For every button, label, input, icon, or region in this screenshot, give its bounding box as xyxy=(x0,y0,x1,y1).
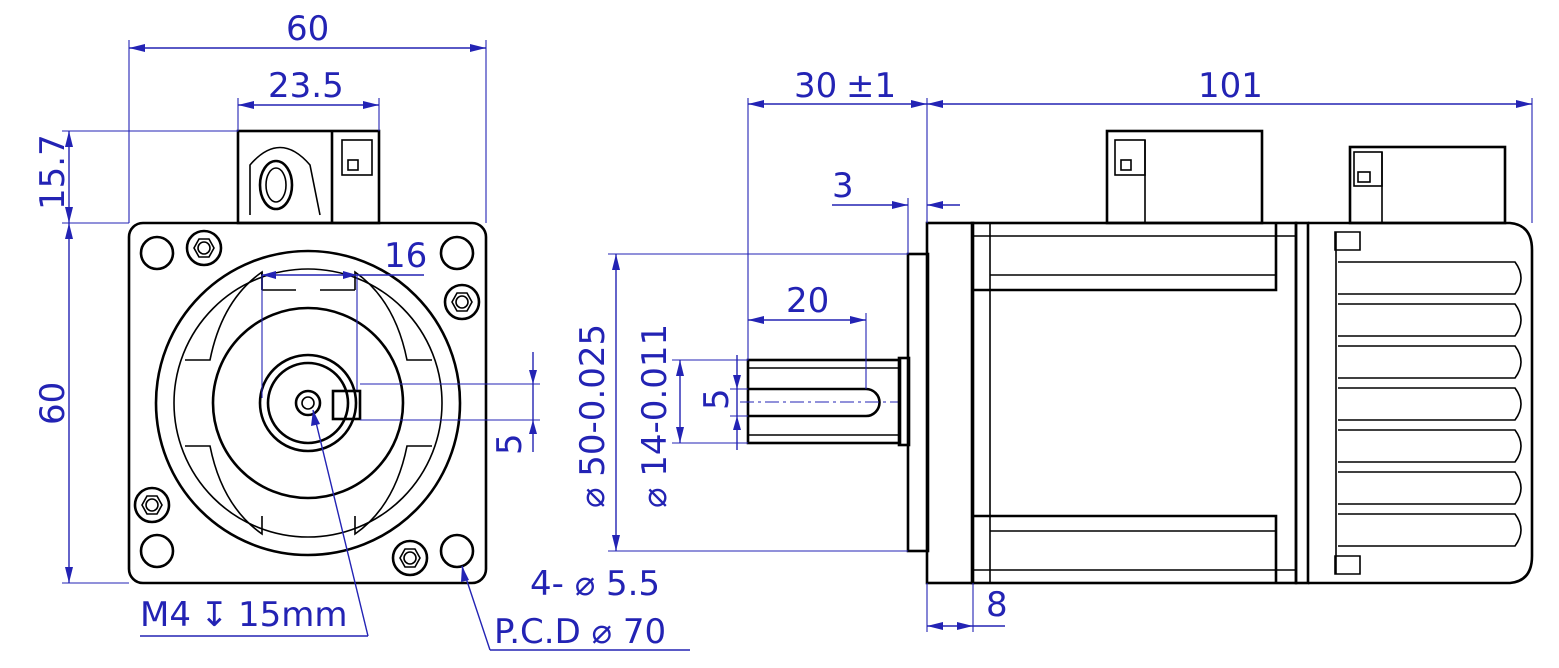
hex-screw xyxy=(391,539,429,577)
mounting-hole xyxy=(439,533,475,569)
body-length-label: 101 xyxy=(1198,66,1263,106)
hole-callout: 4- ⌀ 5.5 P.C.D ⌀ 70 xyxy=(461,564,690,652)
flange-8-label: 8 xyxy=(986,585,1008,625)
height-60-dimension: 60 xyxy=(33,223,129,584)
mounting-hole xyxy=(139,533,175,569)
connector-width-dimension: 23.5 xyxy=(237,66,380,131)
width-60-dimension: 60 xyxy=(128,9,487,223)
hex-screw xyxy=(185,229,223,267)
shaft-diameter-label: ⌀ 14-0.011 xyxy=(635,324,675,508)
shaft-ring xyxy=(266,361,350,445)
key-length-dimension: 20 xyxy=(748,281,867,389)
pilot-diameter-dimension: ⌀ 50-0.025 xyxy=(573,253,908,552)
hole-count-label: 4- ⌀ 5.5 xyxy=(530,564,660,604)
shaft-length-dimension: 30 ±1 xyxy=(747,66,928,360)
mounting-hole xyxy=(139,235,175,271)
center-hole-inner xyxy=(301,396,315,410)
connector-width-label: 23.5 xyxy=(268,66,344,106)
hex-screw xyxy=(443,283,481,321)
shaft-diameter-dimension: ⌀ 14-0.011 xyxy=(635,324,748,508)
thread-depth-label: 15mm xyxy=(238,595,348,635)
mounting-hole xyxy=(439,235,475,271)
boss-3-label: 3 xyxy=(832,166,854,206)
thread-callout: M4 ↧ 15mm xyxy=(140,409,369,637)
hex-screw xyxy=(133,486,171,524)
side-view: 30 ±1 101 3 20 xyxy=(573,66,1534,632)
height-60-label: 60 xyxy=(33,382,73,425)
key-16-dimension: 16 xyxy=(261,236,427,398)
hub-ring xyxy=(258,353,358,453)
depth-symbol: ↧ xyxy=(200,595,229,635)
key-length-label: 20 xyxy=(786,281,829,321)
rib-outer-ring xyxy=(173,268,443,538)
pilot-boss xyxy=(906,252,930,553)
front-view: 16 5 60 23.5 xyxy=(33,9,690,652)
shaft xyxy=(740,356,911,447)
shaft-length-label: 30 xyxy=(794,66,837,106)
shaft-key xyxy=(331,389,362,421)
key-16-label: 16 xyxy=(384,236,427,276)
pilot-ring xyxy=(211,306,405,500)
key-5-dimension: 5 xyxy=(360,352,540,455)
pcd-label: P.C.D ⌀ 70 xyxy=(494,612,666,652)
connector-height-dimension: 15.7 xyxy=(33,130,238,224)
connector-housing xyxy=(236,129,381,225)
key-width-dimension: 5 xyxy=(697,355,748,450)
connector-height-label: 15.7 xyxy=(33,134,73,210)
encoder-housing xyxy=(1294,145,1534,585)
key-width-label: 5 xyxy=(697,388,737,410)
motor-flange-square xyxy=(127,221,488,585)
width-60-label: 60 xyxy=(286,9,329,49)
flange-8-dimension: 8 xyxy=(926,583,1008,632)
pilot-diameter-label: ⌀ 50-0.025 xyxy=(573,324,613,508)
thread-size-label: M4 xyxy=(140,595,191,635)
key-5-label: 5 xyxy=(490,433,530,455)
outer-ring xyxy=(154,249,462,557)
motor-body xyxy=(925,221,1298,585)
rib-slots xyxy=(185,270,432,536)
body-connector xyxy=(1105,129,1264,225)
shaft-tolerance-label: ±1 xyxy=(846,66,896,106)
center-hole xyxy=(294,389,322,417)
boss-3-dimension: 3 xyxy=(832,166,960,254)
body-length-dimension: 101 xyxy=(927,66,1533,223)
